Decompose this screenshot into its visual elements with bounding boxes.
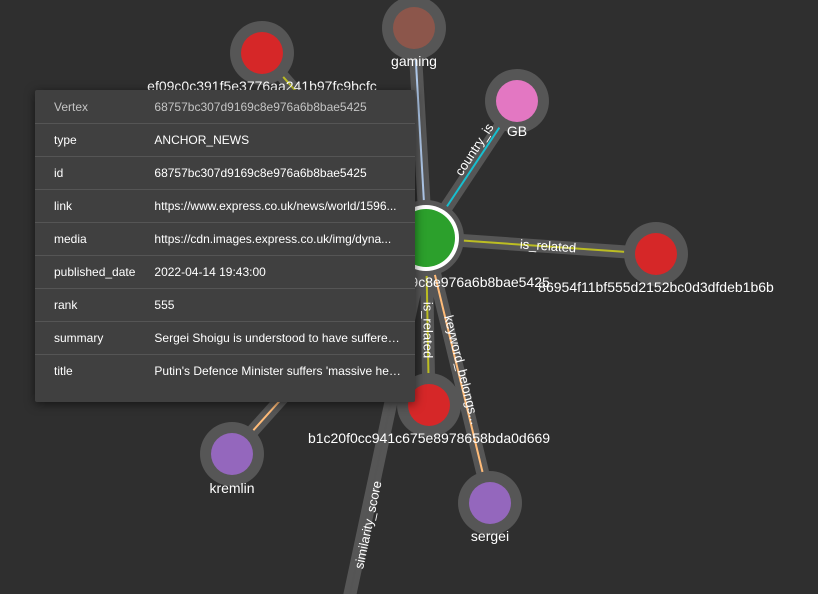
- tooltip-row: media https://cdn.images.express.co.uk/i…: [35, 222, 415, 256]
- tooltip-row: title Putin's Defence Minister suffers '…: [35, 355, 415, 388]
- tooltip-header-value: 68757bc307d9169c8e976a6b8bae5425: [135, 90, 415, 124]
- property-value: 68757bc307d9169c8e976a6b8bae5425: [135, 156, 415, 190]
- vertex-tooltip: Vertex 68757bc307d9169c8e976a6b8bae5425 …: [35, 90, 415, 402]
- node-kremlin[interactable]: [200, 422, 264, 486]
- node-ef09[interactable]: [230, 21, 294, 85]
- property-key: title: [54, 364, 73, 378]
- node-sergei[interactable]: [458, 471, 522, 535]
- property-key: rank: [35, 288, 136, 322]
- property-key: media: [35, 222, 136, 256]
- property-value: 555: [135, 288, 415, 322]
- edge-keyword-belongs[interactable]: [425, 237, 491, 504]
- node-86954[interactable]: [624, 222, 688, 286]
- node-label-86954: 86954f11bf555d2152bc0d3dfdeb1b6b: [538, 279, 774, 295]
- node-label-b1c2: b1c20f0cc941c675e8978658bda0d669: [308, 430, 550, 446]
- property-key: summary: [35, 321, 136, 355]
- tooltip-header-key: Vertex: [35, 90, 136, 124]
- edge-label-similarity-score: similarity_score: [351, 479, 384, 570]
- node-label-kremlin: kremlin: [209, 480, 254, 496]
- tooltip-row: summary Sergei Shoigu is understood to h…: [35, 321, 415, 355]
- tooltip-row: link https://www.express.co.uk/news/worl…: [35, 189, 415, 223]
- edge-label-is-related-right: is_related: [519, 236, 576, 255]
- node-label-gb: GB: [507, 123, 527, 139]
- edge-is-related-right[interactable]: [425, 237, 657, 255]
- property-key: link: [35, 189, 136, 223]
- property-key: id: [35, 156, 136, 190]
- node-label-sergei: sergei: [471, 528, 509, 544]
- property-value: https://www.express.co.uk/news/world/159…: [135, 189, 415, 223]
- node-gaming[interactable]: [382, 0, 446, 60]
- tooltip-row: type ANCHOR_NEWS: [35, 123, 415, 157]
- tooltip-row: rank 555: [35, 288, 415, 322]
- property-key: published_date: [35, 255, 136, 289]
- property-value: ANCHOR_NEWS: [135, 123, 415, 157]
- property-value: 2022-04-14 19:43:00: [135, 255, 415, 289]
- property-key: type: [35, 123, 136, 157]
- node-gb[interactable]: [485, 69, 549, 133]
- property-value: Sergei Shoigu is understood to have suff…: [135, 321, 415, 355]
- tooltip-row: published_date 2022-04-14 19:43:00: [35, 255, 415, 289]
- node-label-gaming: gaming: [391, 53, 437, 69]
- vertex-properties-table: Vertex 68757bc307d9169c8e976a6b8bae5425 …: [35, 90, 415, 387]
- property-value: https://cdn.images.express.co.uk/img/dyn…: [135, 222, 415, 256]
- edge-label-is-related-down: is_related: [421, 302, 436, 358]
- tooltip-row: id 68757bc307d9169c8e976a6b8bae5425: [35, 156, 415, 190]
- tooltip-header-row: Vertex 68757bc307d9169c8e976a6b8bae5425: [35, 90, 415, 124]
- property-value: Putin's Defence Minister suffers 'massiv…: [154, 364, 406, 378]
